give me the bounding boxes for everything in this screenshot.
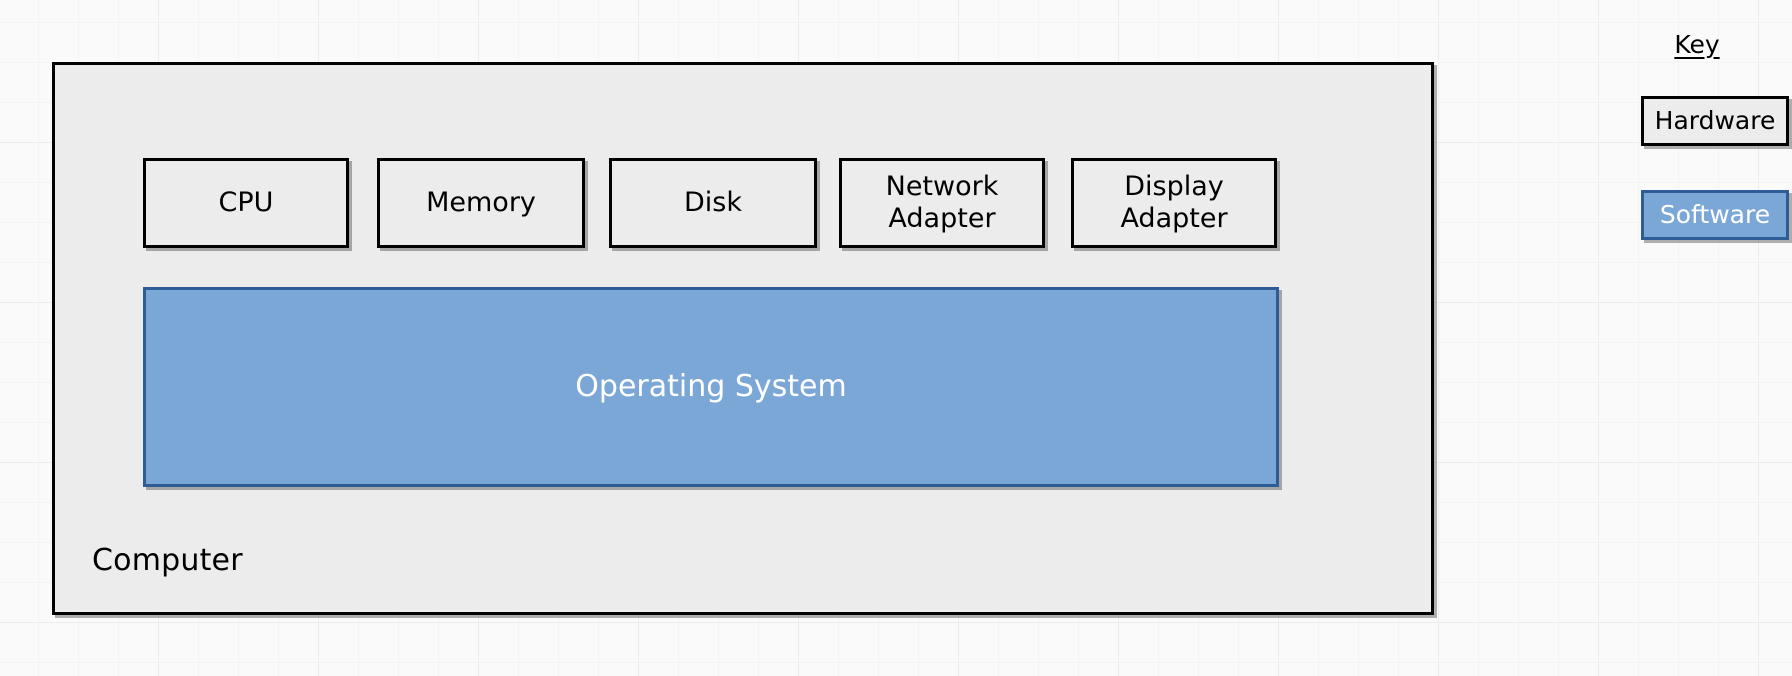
key-item-software[interactable]: Software	[1641, 190, 1789, 240]
component-box-cpu[interactable]: CPU	[143, 158, 349, 248]
component-box-network-adapter[interactable]: Network Adapter	[839, 158, 1045, 248]
key-title: Key	[1674, 30, 1720, 59]
computer-container-label: Computer	[92, 542, 243, 578]
component-box-memory[interactable]: Memory	[377, 158, 585, 248]
component-box-disk[interactable]: Disk	[609, 158, 817, 248]
computer-container[interactable]: CPU Memory Disk Network Adapter Display …	[52, 62, 1434, 615]
key-item-hardware[interactable]: Hardware	[1641, 96, 1789, 146]
component-box-display-adapter[interactable]: Display Adapter	[1071, 158, 1277, 248]
operating-system-box[interactable]: Operating System	[143, 287, 1279, 487]
